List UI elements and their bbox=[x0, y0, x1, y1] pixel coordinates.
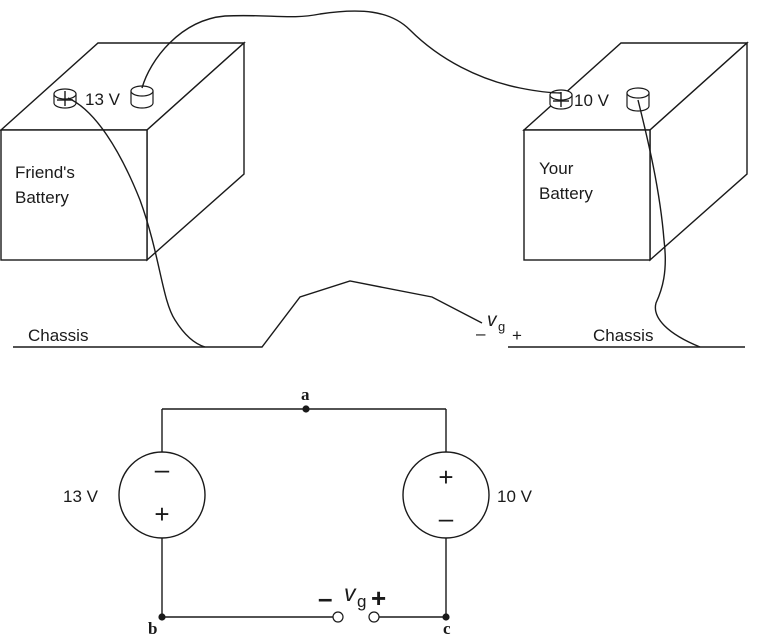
left-source-label: 13 V bbox=[63, 487, 99, 506]
friend-battery-label-line1: Friend's bbox=[15, 163, 75, 182]
your-battery: Your Battery 10 V bbox=[522, 41, 749, 262]
friend-battery: Friend's Battery 13 V bbox=[0, 41, 246, 262]
friend-battery-voltage: 13 V bbox=[85, 90, 121, 109]
friend-battery-front-face bbox=[0, 129, 148, 261]
node-c-dot bbox=[442, 613, 450, 621]
pictorial-diagram: Friend's Battery 13 V Your Battery bbox=[0, 10, 749, 348]
your-negative-terminal bbox=[626, 87, 650, 112]
right-source-label: 10 V bbox=[497, 487, 533, 506]
your-battery-front-face bbox=[523, 129, 651, 261]
left-source-top-sign: – bbox=[155, 454, 170, 484]
circuit-vg-plus: + bbox=[371, 583, 386, 613]
pictorial-vg-minus: – bbox=[476, 324, 486, 343]
pictorial-vg-subscript: g bbox=[498, 319, 505, 334]
your-negative-to-chassis-cable bbox=[637, 99, 701, 348]
friend-positive-terminal bbox=[53, 88, 77, 109]
chassis-right-label: Chassis bbox=[593, 326, 653, 345]
circuit-vg-minus: – bbox=[318, 583, 332, 613]
right-voltage-source: + – bbox=[402, 451, 490, 539]
your-battery-label-line1: Your bbox=[539, 159, 574, 178]
friend-positive-to-chassis-cable bbox=[67, 97, 206, 348]
right-source-top-sign: + bbox=[438, 462, 453, 492]
node-c-label: c bbox=[443, 619, 451, 635]
node-b-dot bbox=[158, 613, 166, 621]
circuit-vg-subscript: g bbox=[357, 592, 366, 611]
your-positive-terminal bbox=[549, 89, 573, 110]
right-source-bottom-sign: – bbox=[439, 503, 454, 533]
circuit-vg-symbol: v bbox=[344, 580, 357, 606]
your-battery-voltage: 10 V bbox=[574, 91, 610, 110]
friend-negative-terminal bbox=[130, 85, 154, 109]
node-b-label: b bbox=[148, 619, 157, 635]
node-a-dot bbox=[302, 405, 310, 413]
pictorial-vg-plus: + bbox=[512, 326, 522, 345]
friend-battery-label-line2: Battery bbox=[15, 188, 69, 207]
chassis-left-label: Chassis bbox=[28, 326, 88, 345]
left-source-bottom-sign: + bbox=[154, 499, 169, 529]
pictorial-vg-symbol: v bbox=[487, 310, 498, 331]
jumper-cable-negative-to-positive bbox=[141, 10, 562, 94]
your-battery-label-line2: Battery bbox=[539, 184, 593, 203]
left-voltage-source: – + bbox=[118, 451, 206, 539]
vg-negative-terminal bbox=[332, 611, 344, 623]
node-a-label: a bbox=[301, 385, 310, 404]
circuit-schematic: a b c – + 13 V + – 10 V – v g + bbox=[63, 385, 533, 635]
vg-positive-terminal bbox=[368, 611, 380, 623]
chassis-left-ground bbox=[13, 280, 483, 348]
